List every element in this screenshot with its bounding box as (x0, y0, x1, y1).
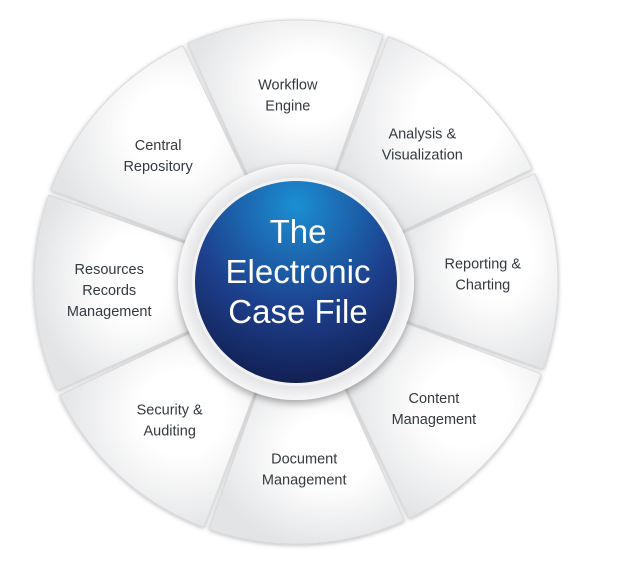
segment-analysis-visualization: Analysis & Visualization (334, 36, 533, 235)
segment-security-auditing: Security & Auditing (59, 329, 258, 528)
segment-label-analysis-visualization-line-1: Analysis & (388, 127, 456, 143)
segment-label-content-management-line-2: Management (392, 412, 477, 428)
segment-label-content-management-line-1: Content (409, 391, 460, 407)
segment-label-document-management-line-1: Document (271, 451, 337, 467)
segment-label-workflow-engine-line-2: Engine (265, 99, 310, 115)
hub-title-line-2: Electronic (226, 253, 371, 290)
segment-label-document-management-line-2: Management (262, 472, 347, 488)
segment-label-reporting-charting-line-1: Reporting & (445, 256, 522, 272)
segment-label-workflow-engine-line-1: Workflow (258, 78, 318, 94)
hub-title-line-1: The (270, 213, 327, 250)
segment-label-reporting-charting-line-2: Charting (455, 277, 510, 293)
segment-label-central-repository-line-2: Repository (123, 159, 193, 175)
segment-label-resources-records-management-line-1: Resources (75, 262, 144, 278)
segment-label-security-auditing-line-2: Auditing (143, 423, 195, 439)
segment-reporting-charting: Reporting & Charting (397, 173, 559, 370)
hub-circle (195, 181, 397, 383)
segment-label-resources-records-management-line-3: Management (67, 304, 152, 320)
segment-label-analysis-visualization-line-2: Visualization (382, 148, 463, 164)
segment-label-central-repository-line-1: Central (135, 138, 182, 154)
hub-title-line-3: Case File (228, 293, 367, 330)
segment-label-security-auditing-line-1: Security & (137, 402, 203, 418)
hub: The Electronic Case File (178, 164, 414, 400)
segment-label-resources-records-management-line-2: Records (82, 283, 136, 299)
